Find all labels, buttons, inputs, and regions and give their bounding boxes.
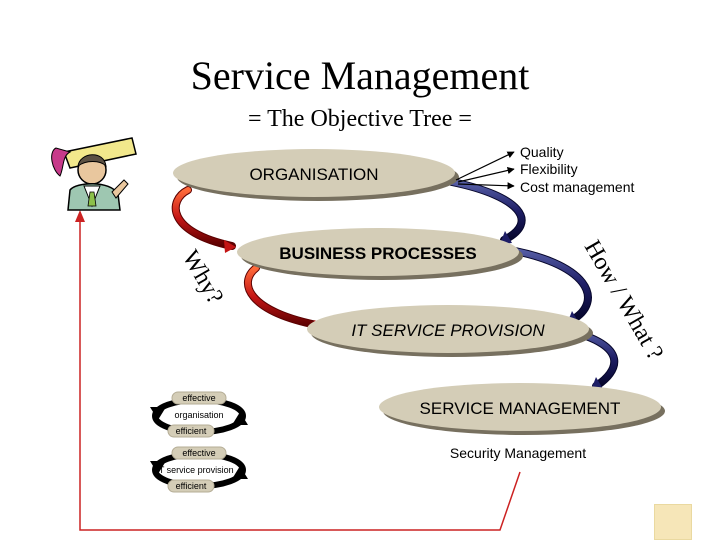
ellipse-it-service-provision: IT SERVICE PROVISION <box>307 305 593 357</box>
label-business-processes: BUSINESS PROCESSES <box>279 244 476 263</box>
mini-cycle: effective organisation efficient effecti… <box>150 391 248 493</box>
why-label: Why? <box>177 246 228 309</box>
label-service-management: SERVICE MANAGEMENT <box>420 399 621 418</box>
how-what-label: How / What ? <box>579 236 668 365</box>
presenter-clipart-icon <box>51 137 137 211</box>
mini-it-service-provision: IT service provision <box>156 465 233 475</box>
objective-quality: Quality <box>520 144 564 160</box>
feedback-line <box>75 210 521 531</box>
mini-effective-bottom: effective <box>182 448 215 458</box>
ellipse-service-management: SERVICE MANAGEMENT <box>379 383 665 435</box>
objective-arrows <box>455 151 515 190</box>
objective-cost-management: Cost management <box>520 179 635 195</box>
curve-org-to-bp <box>171 186 236 253</box>
ellipse-organisation: ORGANISATION <box>173 149 459 201</box>
mini-efficient-top: efficient <box>176 426 207 436</box>
curve-org-to-bp-right <box>448 178 526 244</box>
mini-efficient-bottom: efficient <box>176 481 207 491</box>
objective-flexibility: Flexibility <box>520 161 578 177</box>
slide-subtitle: = The Objective Tree = <box>248 106 472 132</box>
label-it-service-provision: IT SERVICE PROVISION <box>351 321 545 340</box>
label-organisation: ORGANISATION <box>249 165 378 184</box>
ellipse-business-processes: BUSINESS PROCESSES <box>237 228 523 280</box>
slide-corner-decoration <box>654 504 692 540</box>
slide-title: Service Management <box>190 53 530 98</box>
security-management-label: Security Management <box>450 445 586 461</box>
mini-effective-top: effective <box>182 393 215 403</box>
mini-organisation: organisation <box>174 410 223 420</box>
